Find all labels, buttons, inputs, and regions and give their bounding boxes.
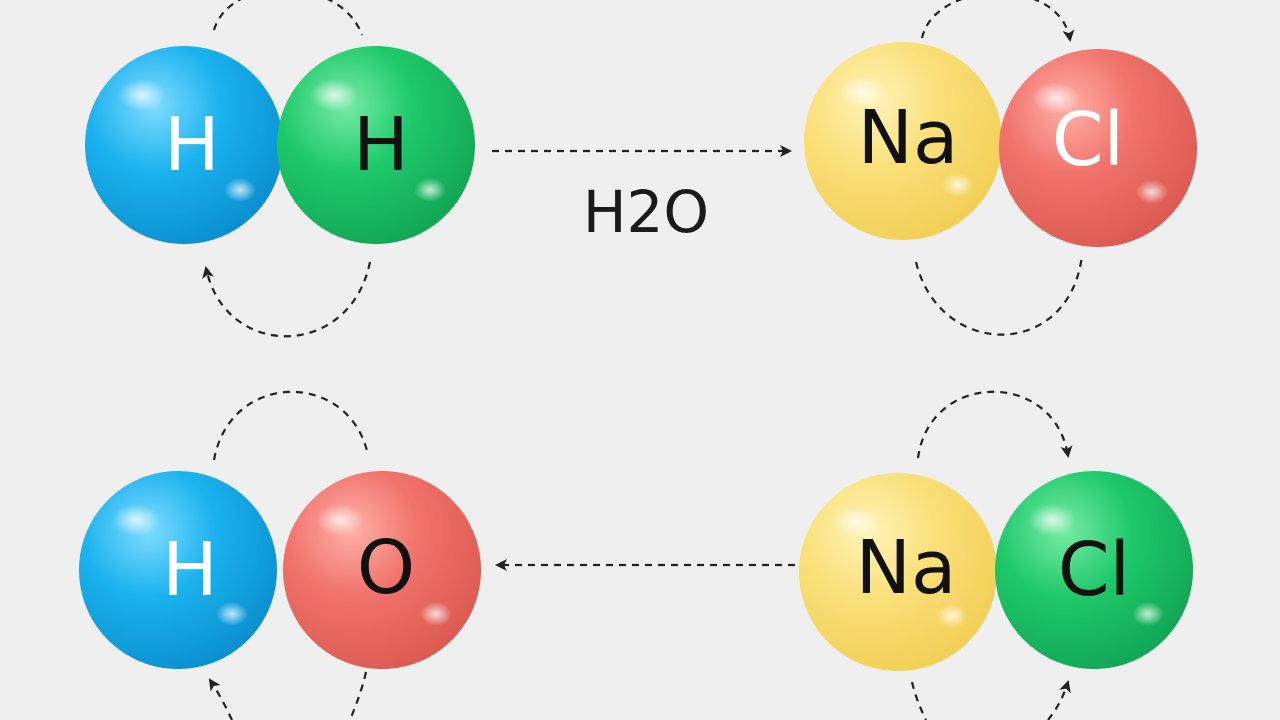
molecule-h-o: H O bbox=[79, 390, 481, 720]
atom-hydrogen-blue: H bbox=[79, 471, 277, 669]
transfer-arrow-bottom-left-lower bbox=[208, 678, 233, 720]
atom-label: H bbox=[162, 527, 218, 613]
atom-label: H bbox=[353, 102, 409, 188]
molecule-nacl-bottom: Na Cl bbox=[799, 390, 1193, 720]
transfer-arrow-top-right-upper bbox=[920, 0, 1075, 42]
reaction-label: H2O bbox=[583, 178, 709, 246]
atom-label: Na bbox=[858, 95, 959, 181]
transfer-arrow-bottom-left-upper bbox=[212, 390, 370, 461]
atom-chlorine-red: Cl bbox=[999, 49, 1197, 247]
transfer-arrow-top-left-upper bbox=[212, 0, 364, 36]
transfer-arrow-bottom-right-lower bbox=[1047, 680, 1071, 720]
atom-hydrogen-blue: H bbox=[85, 46, 283, 244]
atom-label: Cl bbox=[1052, 97, 1124, 183]
molecule-h2: H H bbox=[85, 0, 475, 338]
transfer-arrow-bottom-left-lower-tail bbox=[348, 671, 368, 720]
atom-oxygen-red: O bbox=[283, 471, 481, 669]
transfer-arrow-top-left-lower bbox=[202, 261, 372, 338]
transfer-arrow-top-right-lower bbox=[914, 254, 1084, 336]
atom-label: O bbox=[357, 525, 415, 611]
atom-sodium-yellow: Na bbox=[799, 473, 997, 671]
molecule-nacl-top: Na Cl bbox=[804, 0, 1197, 336]
atom-label: Cl bbox=[1058, 527, 1130, 613]
atom-hydrogen-green: H bbox=[277, 46, 475, 244]
atom-label: Na bbox=[856, 525, 957, 611]
atom-sodium-yellow: Na bbox=[804, 42, 1002, 240]
atom-label: H bbox=[164, 102, 220, 188]
transfer-arrow-bottom-right-lower-tail bbox=[910, 681, 927, 720]
transfer-arrow-bottom-right-upper bbox=[916, 390, 1073, 459]
atom-chlorine-green: Cl bbox=[995, 471, 1193, 669]
